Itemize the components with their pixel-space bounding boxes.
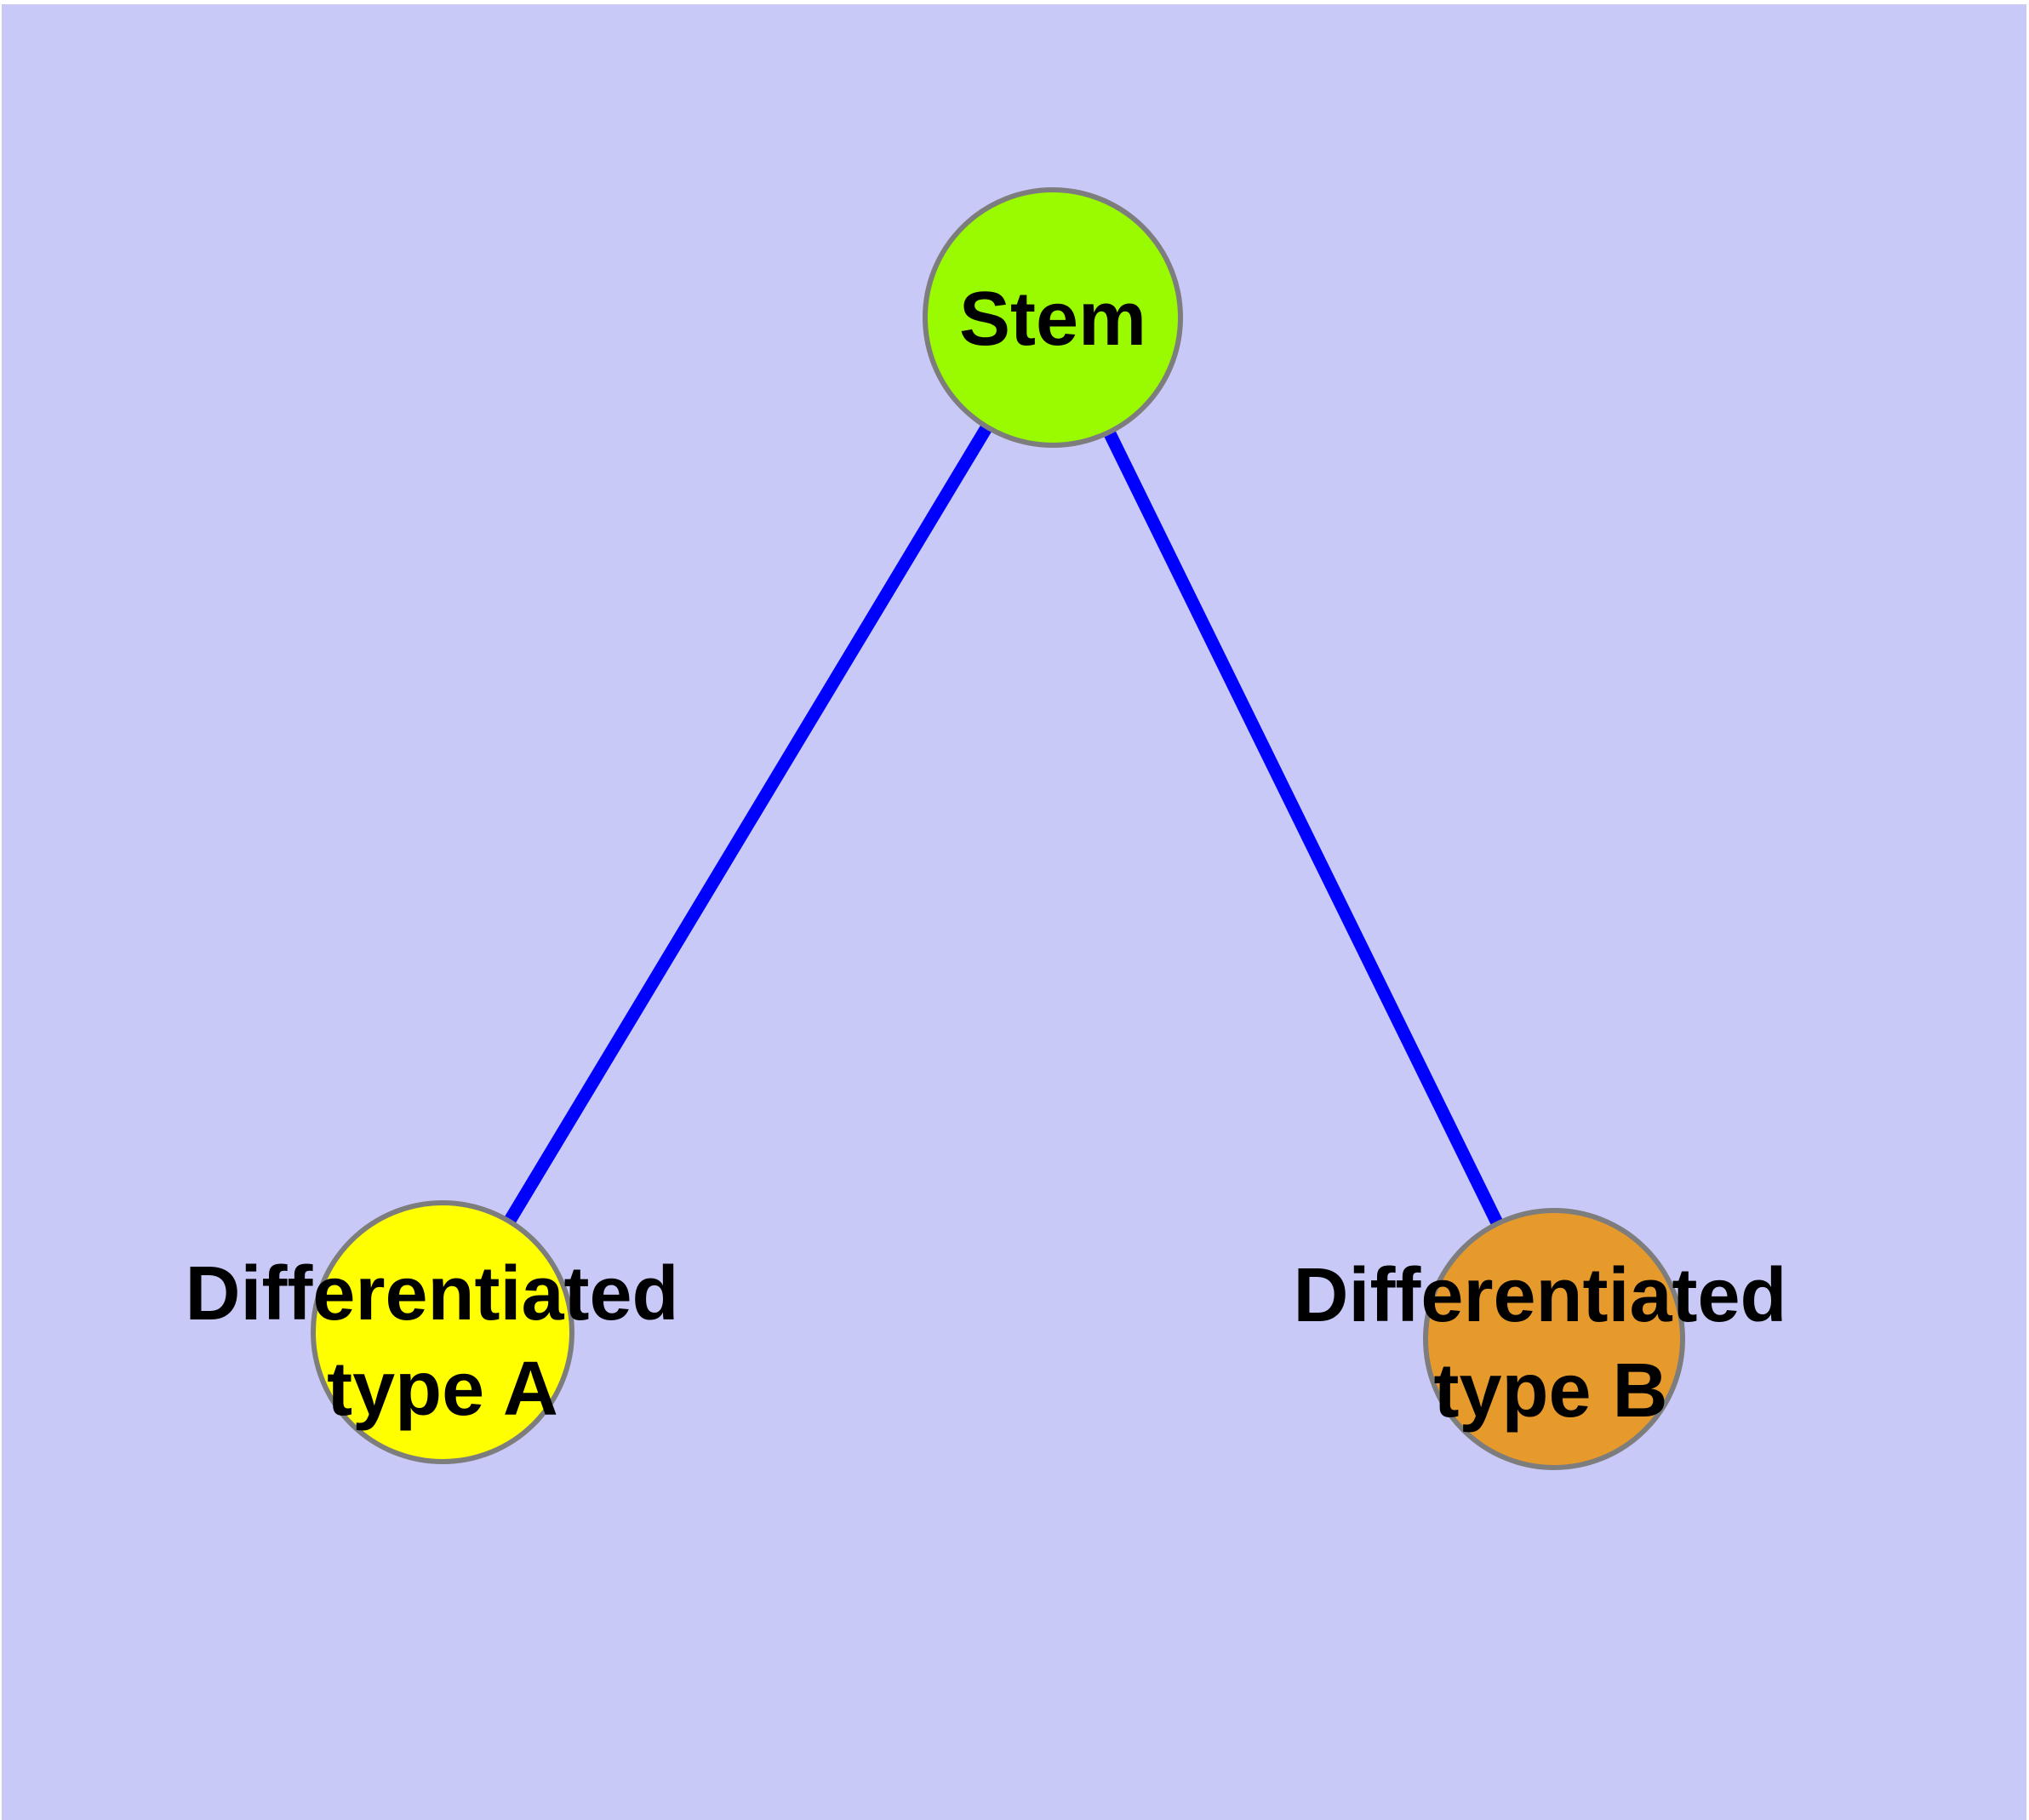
node-type-a-label: Differentiated type A xyxy=(185,1251,700,1432)
node-type-a-label-line-1: Differentiated xyxy=(185,1251,678,1336)
edge-stem-to-type-a xyxy=(437,314,1059,1336)
node-type-b-circle xyxy=(1423,1208,1685,1470)
node-type-a-circle xyxy=(311,1200,574,1464)
node-type-b-label: Differentiated type B xyxy=(1293,1253,1808,1434)
node-stem-label: Stem xyxy=(959,277,1146,362)
node-type-a-label-line-2: type A xyxy=(327,1347,558,1432)
node-stem-circle xyxy=(923,187,1183,448)
node-type-b-label-line-2: type B xyxy=(1433,1348,1667,1434)
node-type-b-label-line-1: Differentiated xyxy=(1293,1253,1786,1338)
edge-stem-to-type-b xyxy=(1047,314,1560,1342)
